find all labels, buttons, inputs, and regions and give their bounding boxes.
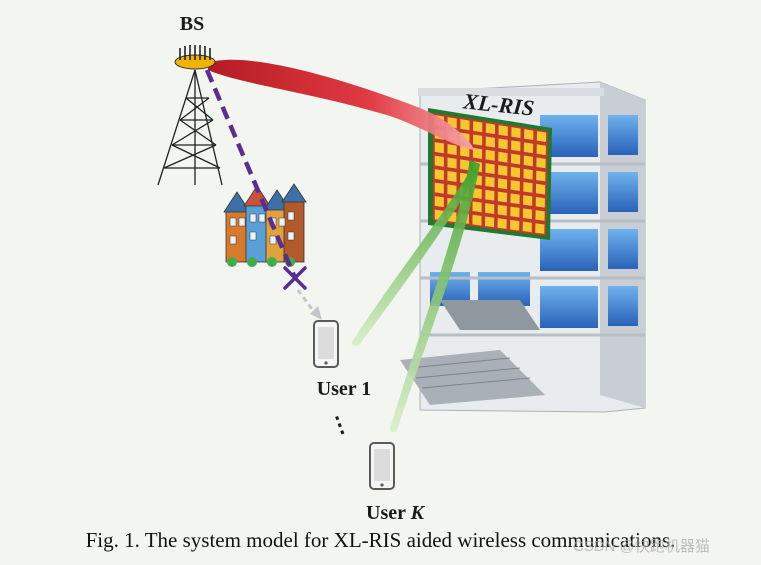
ris-element [497,178,508,190]
ris-element [497,191,508,203]
user-k-label-prefix: User [366,502,411,524]
beam-ris-to-user-k [389,160,480,433]
antenna-array-icon [174,45,216,70]
ris-element [510,193,520,205]
ris-element [472,214,482,226]
figure-caption: Fig. 1. The system model for XL-RIS aide… [85,528,676,552]
user-1-label: User 1 [317,378,372,400]
xl-ris-panel [428,108,552,240]
bs-label: BS [180,13,204,35]
ris-element [485,189,495,201]
ris-element [485,163,495,175]
ris-element [434,196,444,208]
ris-element [484,216,495,228]
ris-element [523,195,533,206]
ris-element [522,221,532,233]
ris-element [498,151,508,163]
ris-element [460,145,470,157]
ris-element [472,134,483,146]
ris-element [510,166,521,178]
ris-element [523,142,534,154]
ris-element [535,210,545,221]
ris-element [485,136,495,148]
dashed-arrow-to-user-1 [296,289,322,320]
ris-element [511,127,521,139]
ris-element [523,168,533,180]
ris-element [524,129,534,141]
houses-obstacle [223,183,307,267]
ris-element [473,121,483,133]
ris-element [472,147,483,159]
watermark: CSDN @快跑机器猫 [573,538,710,555]
ris-element [535,223,545,234]
ris-element [447,144,457,156]
ris-element [535,183,546,195]
user-1-phone-icon [313,320,339,368]
ris-element [536,157,546,169]
ris-element [497,204,507,216]
ris-element [523,181,533,193]
ris-element [447,157,457,169]
ris-element [485,176,495,188]
ris-element [510,153,521,165]
ris-element [497,218,507,229]
blocked-cross-icon [283,266,307,290]
ris-element [447,184,457,196]
ris-element [511,140,521,152]
ris-element [485,149,495,161]
user-k-label: User K [366,502,426,524]
ris-element [434,142,444,154]
ris-element [510,180,520,191]
user-k-label-index: K [410,502,426,524]
ris-element [485,203,495,214]
ris-element [498,164,508,176]
ris-element [498,125,508,137]
user-k-phone-icon [369,442,395,490]
ris-element [536,144,546,156]
system-model-diagram: XL-RIS BS [157,13,646,524]
ris-element [472,201,482,213]
base-station-tower [157,69,223,186]
ris-element [523,155,533,167]
ris-element [536,170,546,182]
ris-element [536,131,547,143]
ris-element [460,119,470,131]
ris-element [522,208,533,220]
ris-element [510,219,520,231]
ris-element [434,169,444,181]
ellipsis-dots: ⋮ [325,409,354,440]
ris-element [510,206,520,218]
blocked-direct-path [204,69,298,279]
ris-element [485,123,496,135]
ris-element [434,155,444,167]
ris-element [472,187,482,199]
beam-ris-to-user-1 [351,168,478,347]
ris-element [460,159,470,171]
ris-element [498,138,508,150]
ris-element [535,196,545,208]
beam-bs-to-ris [208,59,474,150]
ris-element [447,170,457,182]
ris-element [434,182,444,194]
